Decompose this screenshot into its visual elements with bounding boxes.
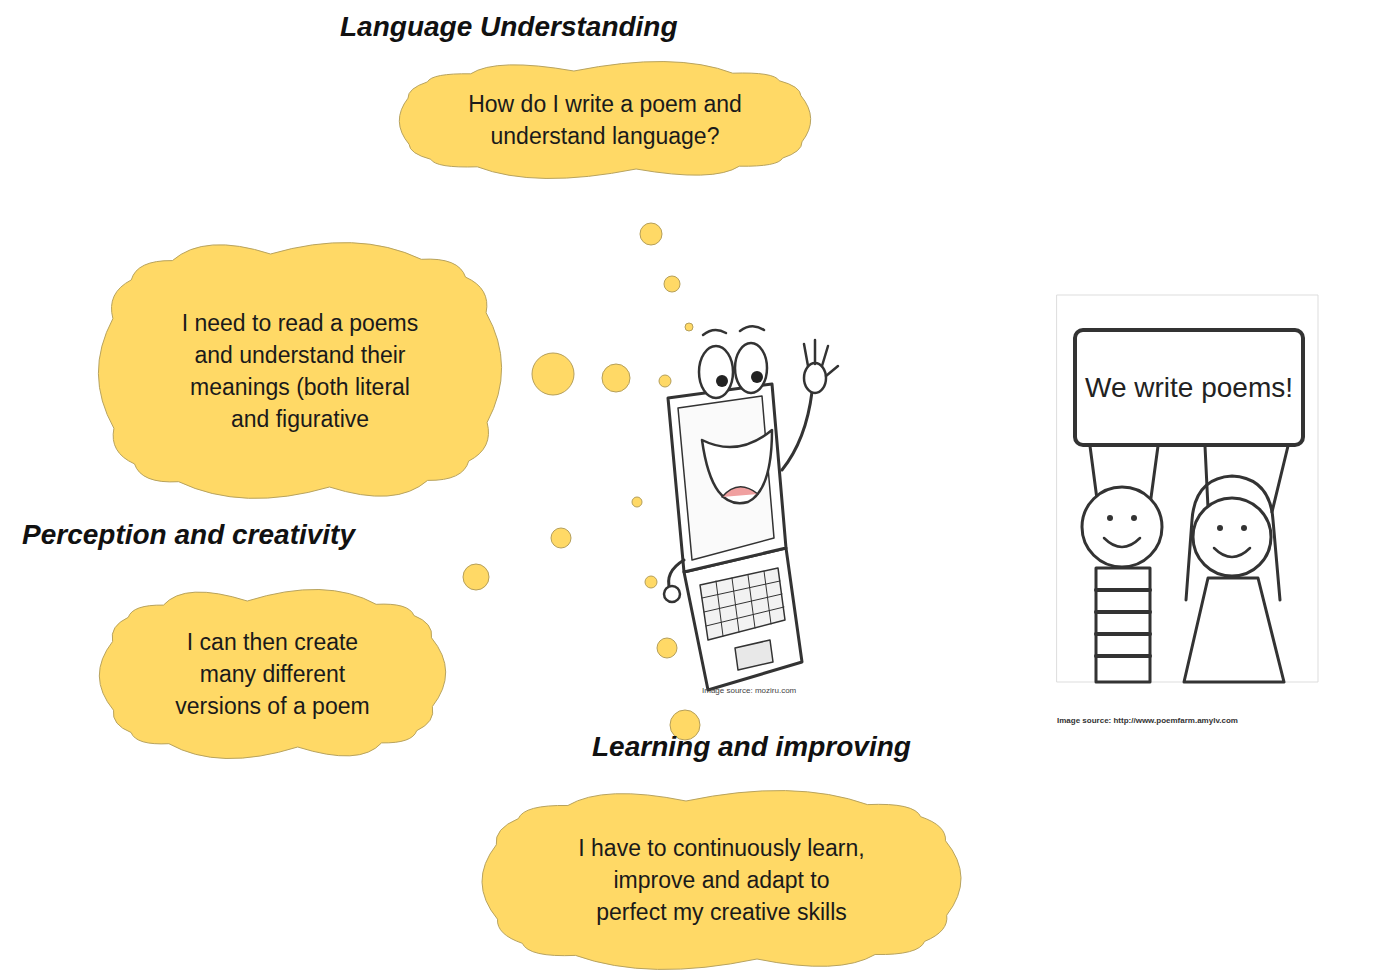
tongue [722,487,758,497]
cloud-heading: Learning and improving [592,730,911,764]
kid-body [1096,568,1150,682]
arm [1150,446,1158,505]
thought-cloud: I need to read a poems and understand th… [95,238,505,503]
cloud-shape [390,55,820,185]
laptop-character [664,326,838,690]
cloud-text: I need to read a poems and understand th… [175,307,425,435]
kid-head [1193,498,1271,576]
arm [1205,446,1208,508]
screen-inner [678,396,774,560]
sign-board [1075,330,1303,445]
thought-dot [602,364,630,392]
thought-dot [645,576,657,588]
thought-dot [632,497,642,507]
pupil [751,371,763,383]
smile [1214,548,1250,557]
image-source: Image source: http://www.poemfarm.amylv.… [1057,716,1238,725]
thought-cloud: Perception and creativityI can then crea… [95,585,450,763]
shirt-stripes [1096,590,1150,656]
eye [1107,515,1113,521]
keyboard [700,568,785,640]
key-line [704,594,782,612]
thought-dot [664,276,680,292]
kid-head [1082,487,1162,567]
key-line [716,581,723,636]
cloud-text: I have to continuously learn, improve an… [577,832,867,928]
keyboard-keys [702,571,784,636]
picture-frame [1057,295,1318,682]
cloud-text: I can then create many different version… [165,626,380,722]
thought-dot [657,638,677,658]
cloud-heading: Perception and creativity [22,518,355,552]
key-line [702,581,780,598]
touchpad [735,640,773,670]
poem-kids-picture [1057,295,1318,682]
thought-cloud: Language UnderstandingHow do I write a p… [390,55,820,185]
thought-dot [551,528,571,548]
kid-dress [1184,578,1284,682]
cloud-shape [95,238,505,503]
cloud-outline [98,243,501,499]
key-line [732,578,739,632]
key-line [706,607,784,626]
eye [699,346,733,398]
eyebrow [740,326,764,331]
image-source: Image source: moziru.com [702,686,796,695]
sign-text: We write poems! [1085,372,1293,404]
cloud-outline [482,791,961,970]
thought-dot [659,375,671,387]
thought-cloud: Learning and improvingI have to continuo… [478,785,965,975]
eye [735,343,767,393]
key-line [748,575,755,628]
thought-dot [463,564,489,590]
cloud-text: How do I write a poem and understand lan… [460,88,750,152]
thought-dot [640,223,662,245]
eye [1241,525,1247,531]
cloud-outline [99,589,445,758]
cloud-outline [399,62,810,179]
eye [1131,515,1137,521]
pupil [716,375,728,387]
hand [664,586,680,602]
key-line [764,571,771,624]
arm [782,392,812,470]
cloud-heading: Language Understanding [340,10,678,44]
mouth [702,430,772,503]
hand [804,363,826,393]
laptop-screen [668,384,786,572]
thought-dot [532,353,574,395]
fingers [804,340,838,376]
eye [1217,525,1223,531]
eyebrow [703,330,726,335]
thought-dot [685,323,693,331]
arm [1272,446,1288,512]
smile [1104,538,1140,547]
thought-dots [463,223,700,740]
